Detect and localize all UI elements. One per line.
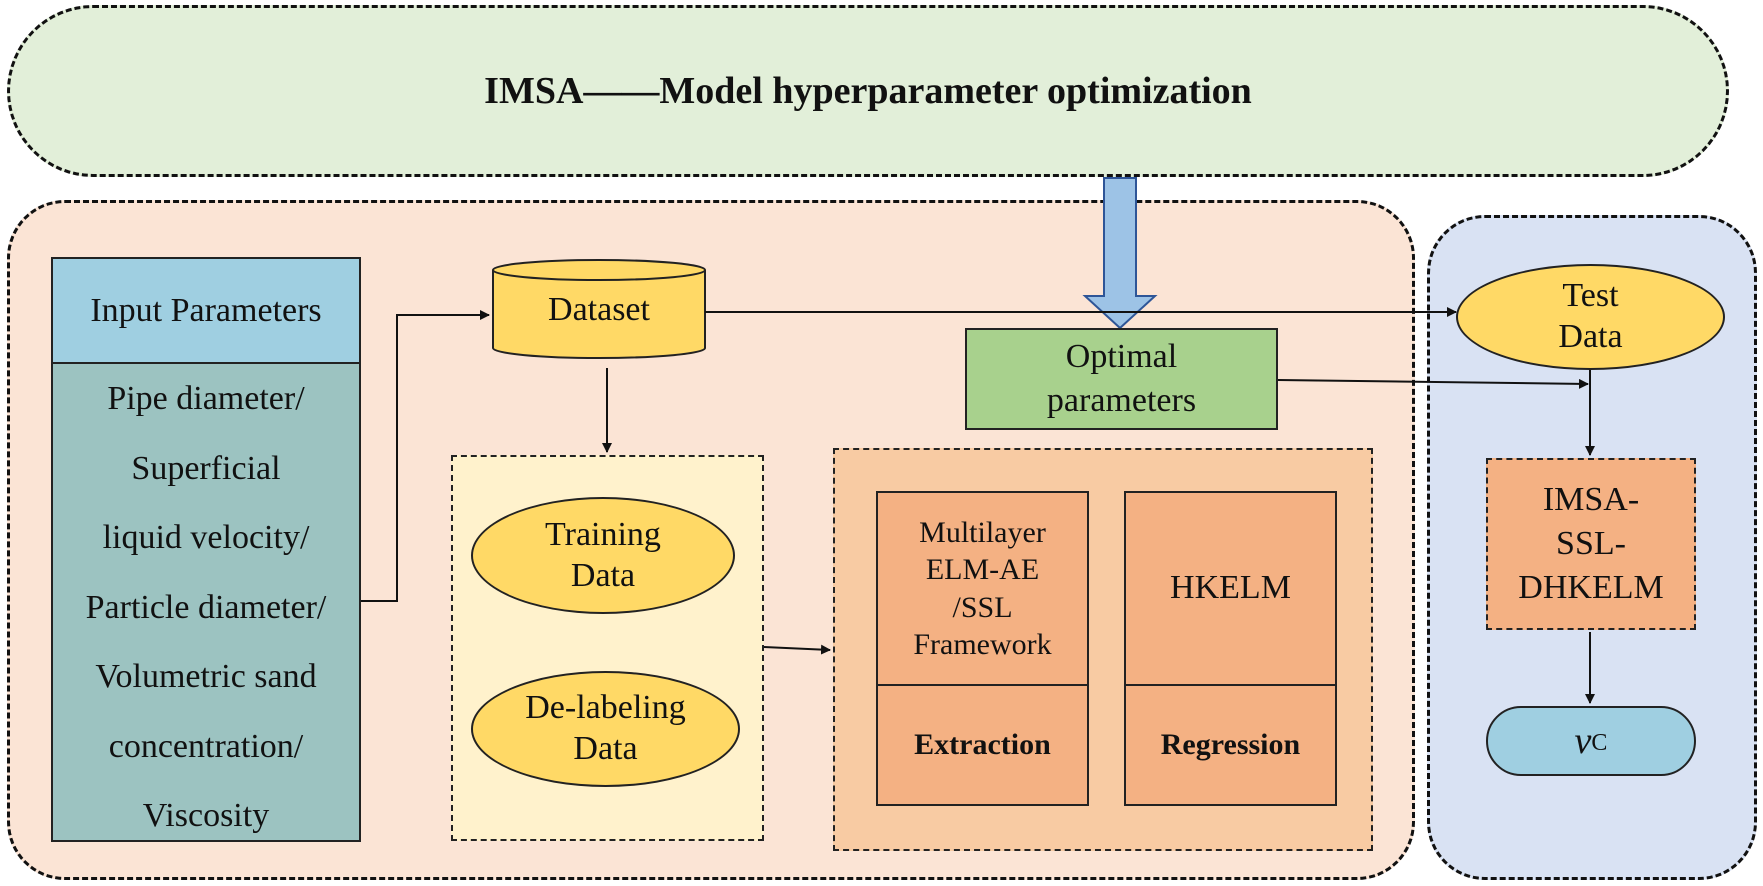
optimal-parameters-box: Optimal parameters [965,328,1278,430]
extraction-line: Multilayer [919,515,1046,549]
result-label-line: IMSA- [1542,480,1640,518]
input-line: Superficial [131,449,281,487]
input-line: liquid velocity/ [102,519,310,556]
input-line: Particle diameter/ [85,588,327,626]
test-label-line: Data [1558,318,1623,355]
test-data-ellipse: Test Data [1456,264,1725,370]
optimal-label-line: Optimal [1065,337,1178,375]
extraction-line: Framework [913,628,1052,661]
hkelm-cell: HKELM [1124,491,1337,686]
extraction-line: /SSL [952,590,1013,624]
input-line: Viscosity [142,797,270,834]
optimal-label-line: parameters [1046,382,1197,419]
optimization-region: IMSA——Model hyperparameter optimization [7,5,1729,177]
delabeling-data-ellipse: De-labeling Data [471,671,740,787]
result-label-line: DHKELM [1518,569,1664,607]
extraction-framework-cell: Multilayer ELM-AE /SSL Framework [876,491,1089,686]
diagram-title: IMSA——Model hyperparameter optimization [484,70,1252,112]
result-model-box: IMSA- SSL- DHKELM [1486,458,1696,630]
test-label-line: Test [1562,277,1619,315]
input-parameters-header: Input Parameters [51,257,361,364]
regression-label-cell: Regression [1124,684,1337,806]
dataset-label: Dataset [548,291,650,328]
output-symbol: v [1574,720,1592,762]
input-line: Pipe diameter/ [107,380,305,417]
training-label-line: Data [570,556,636,594]
input-line: Volumetric sand [95,658,317,695]
input-parameters-list: Pipe diameter/ Superficial liquid veloci… [51,364,361,842]
extraction-label-cell: Extraction [876,684,1089,806]
output-subscript: C [1591,729,1608,756]
extraction-line: ELM-AE [925,553,1040,586]
delabel-label-line: Data [573,730,638,767]
training-label-line: Training [545,515,661,553]
result-label-line: SSL- [1556,524,1626,562]
delabel-label-line: De-labeling [525,689,686,727]
input-line: concentration/ [108,727,304,765]
training-data-ellipse: Training Data [471,497,735,614]
